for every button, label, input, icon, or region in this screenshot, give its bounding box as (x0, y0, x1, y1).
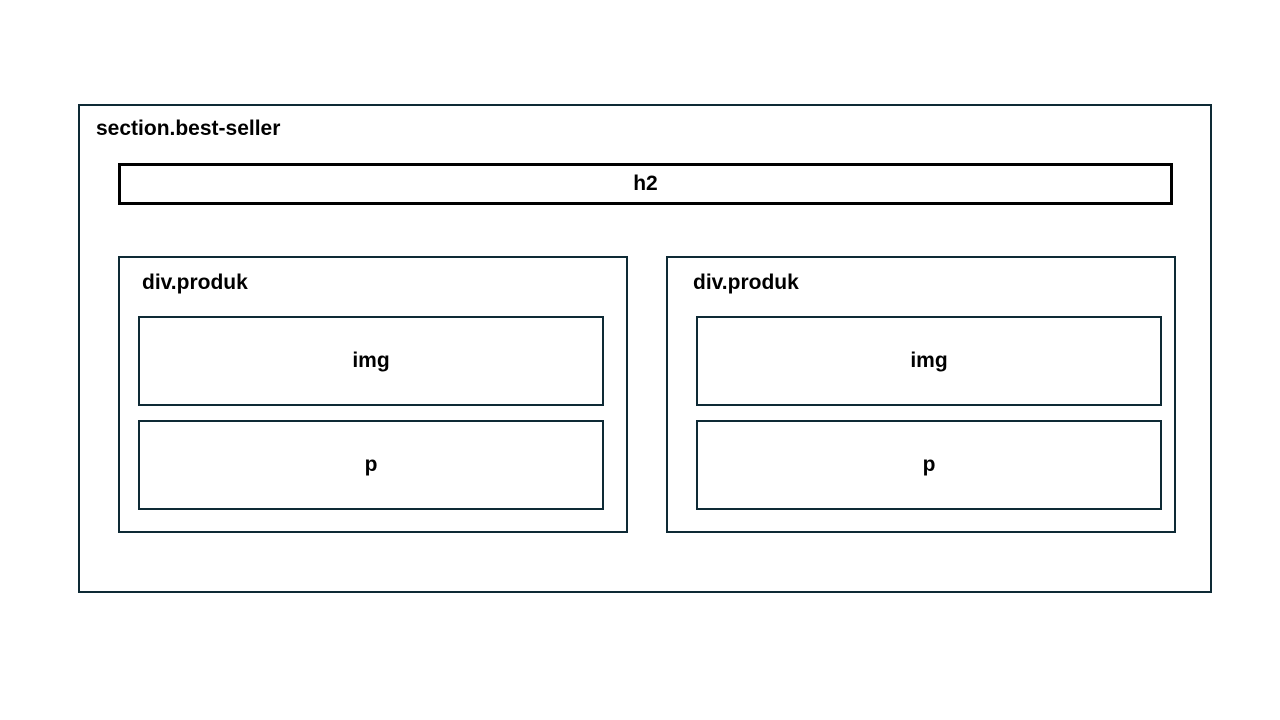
p-label-1: p (364, 453, 378, 476)
section-best-seller-label: section.best-seller (96, 117, 281, 140)
img-box-2: img (696, 316, 1162, 406)
img-label-1: img (352, 349, 390, 372)
div-produk-label-2: div.produk (693, 271, 799, 294)
p-box-2: p (696, 420, 1162, 510)
h2-box: h2 (118, 163, 1173, 205)
h2-label: h2 (633, 172, 658, 195)
img-box-1: img (138, 316, 604, 406)
p-label-2: p (922, 453, 936, 476)
p-box-1: p (138, 420, 604, 510)
img-label-2: img (910, 349, 948, 372)
div-produk-label-1: div.produk (142, 271, 248, 294)
